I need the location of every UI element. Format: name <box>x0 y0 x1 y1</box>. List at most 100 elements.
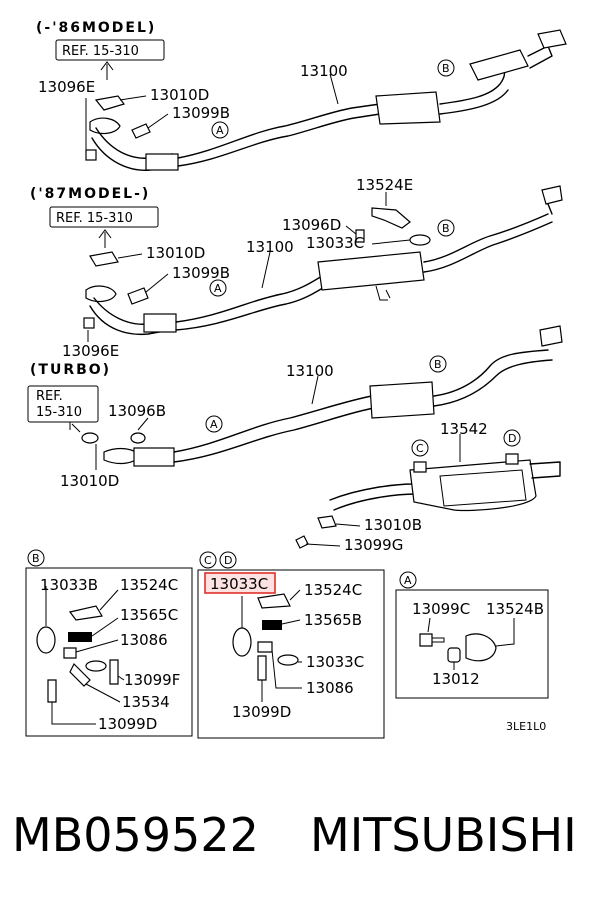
callout-b-86-label: B <box>442 62 450 75</box>
tail-flange-87 <box>541 185 563 205</box>
ref-text-turbo-1: REF. <box>36 389 63 404</box>
bolt-13099g <box>295 535 309 549</box>
section-86-title: (-'86MODEL) <box>36 20 156 36</box>
gasket-87 <box>89 251 119 267</box>
hanger-13524c-b <box>68 605 103 621</box>
section-86-model: (-'86MODEL) REF. 15-310 13100 13096E 130… <box>36 20 567 171</box>
detail-cd-frame <box>197 569 385 739</box>
label-13010b: 13010B <box>364 516 422 534</box>
bolt-13099d-cd <box>257 655 267 681</box>
nut-86 <box>85 149 97 161</box>
clamp-13524b <box>465 633 497 662</box>
gasket-86 <box>94 95 125 111</box>
detail-a-circle <box>399 571 417 589</box>
label-13100-turbo: 13100 <box>286 362 334 380</box>
tail-flange-86 <box>537 29 567 49</box>
gasket-turbo <box>81 432 99 444</box>
muffler-87 <box>317 251 425 291</box>
detail-box-b: B 13033B 13524C 13565C 13086 13099F 1353… <box>25 549 193 737</box>
label-a-13099c: 13099C <box>412 600 470 618</box>
arrow-up-87 <box>98 229 112 248</box>
diagram-code: 3LE1L0 <box>506 720 546 733</box>
part-number: MB059522 <box>12 808 259 862</box>
callout-a-87 <box>209 279 227 297</box>
label-cd-13099d: 13099D <box>232 703 291 721</box>
callout-c-turbo <box>411 439 429 457</box>
highlight-13033c <box>204 572 276 594</box>
detail-box-a: A 13099C 13524B 13012 <box>395 571 549 699</box>
callout-a-86-label: A <box>216 124 224 137</box>
section-87-title: ('87MODEL-) <box>30 186 150 202</box>
bolt-13099f <box>109 659 119 685</box>
tail-flange-turbo <box>539 325 563 347</box>
label-b-13534: 13534 <box>122 693 170 711</box>
label-13099b-86: 13099B <box>172 104 230 122</box>
front-pipe-converter-86 <box>145 153 179 171</box>
ref-text-turbo-2: 15-310 <box>36 405 82 420</box>
callout-a-turbo-label: A <box>210 418 218 431</box>
bracket-13534 <box>69 662 91 687</box>
detail-b-frame <box>25 567 193 737</box>
flange-87 <box>85 285 117 303</box>
ref-text-86: REF. 15-310 <box>62 44 139 59</box>
label-13033c-87: 13033C <box>306 234 364 252</box>
detail-c-circle <box>199 551 217 569</box>
rear-muffler-86 <box>469 49 529 81</box>
detail-c-circle-label: C <box>204 554 212 567</box>
section-turbo: (TURBO) REF. 15-310 13100 13096B 13010D … <box>27 325 563 554</box>
arrow-turbo <box>69 421 81 433</box>
label-13010d-87: 13010D <box>146 244 205 262</box>
callout-a-turbo <box>205 415 223 433</box>
label-b-13099d: 13099D <box>98 715 157 733</box>
bolt-86 <box>131 123 151 139</box>
label-13100-86: 13100 <box>300 62 348 80</box>
front-pipe-converter-87 <box>143 313 177 333</box>
label-a-13524b: 13524B <box>486 600 544 618</box>
converter-turbo <box>133 447 175 467</box>
arrow-up-86 <box>100 61 114 80</box>
callout-c-turbo-label: C <box>416 442 424 455</box>
detail-box-cd: C D 13033C 13524C 13565B 13033C 13086 13… <box>197 551 385 739</box>
callout-b-turbo-label: B <box>434 358 442 371</box>
label-b-13565c: 13565C <box>120 606 178 624</box>
label-cd-13033c: 13033C <box>306 653 364 671</box>
label-13096e-87: 13096E <box>62 342 119 360</box>
bolt-87 <box>127 287 149 305</box>
center-muffler-turbo <box>369 381 435 419</box>
gasket-13033b <box>36 626 56 654</box>
rear-muffler-13542 <box>409 459 537 512</box>
callout-b-86 <box>437 59 455 77</box>
label-13099g: 13099G <box>344 536 403 554</box>
gasket-b-2 <box>85 660 107 672</box>
detail-b-circle-label: B <box>32 552 40 565</box>
ref-box-turbo <box>27 385 99 423</box>
bracket-13096d <box>355 229 365 243</box>
nut-87 <box>83 317 95 329</box>
section-87-model: ('87MODEL-) REF. 15-310 13524E 13096D 13… <box>30 176 563 360</box>
gasket-13010b <box>317 515 337 529</box>
flange-86 <box>89 117 121 135</box>
washer-13096b <box>130 432 146 444</box>
label-13542: 13542 <box>440 420 488 438</box>
ref-box-86 <box>55 39 165 61</box>
spacer-13086-b <box>63 647 77 659</box>
detail-d-circle-label: D <box>224 554 232 567</box>
pipe-13012 <box>447 647 461 663</box>
label-13096e-86: 13096E <box>38 78 95 96</box>
gasket-13033c-87 <box>409 234 431 246</box>
detail-a-circle-label: A <box>404 574 412 587</box>
callout-b-87 <box>437 219 455 237</box>
callout-d-turbo-label: D <box>508 432 516 445</box>
label-cd-13524c: 13524C <box>304 581 362 599</box>
detail-a-frame <box>395 589 549 699</box>
label-cd-13086: 13086 <box>306 679 354 697</box>
hanger-13524e <box>371 207 411 229</box>
callout-a-87-label: A <box>214 282 222 295</box>
label-13010d-turbo: 13010D <box>60 472 119 490</box>
center-muffler-86 <box>375 91 441 125</box>
brand-name: MITSUBISHI <box>310 808 577 862</box>
label-13100-87: 13100 <box>246 238 294 256</box>
label-13524e: 13524E <box>356 176 413 194</box>
label-13096b: 13096B <box>108 402 166 420</box>
